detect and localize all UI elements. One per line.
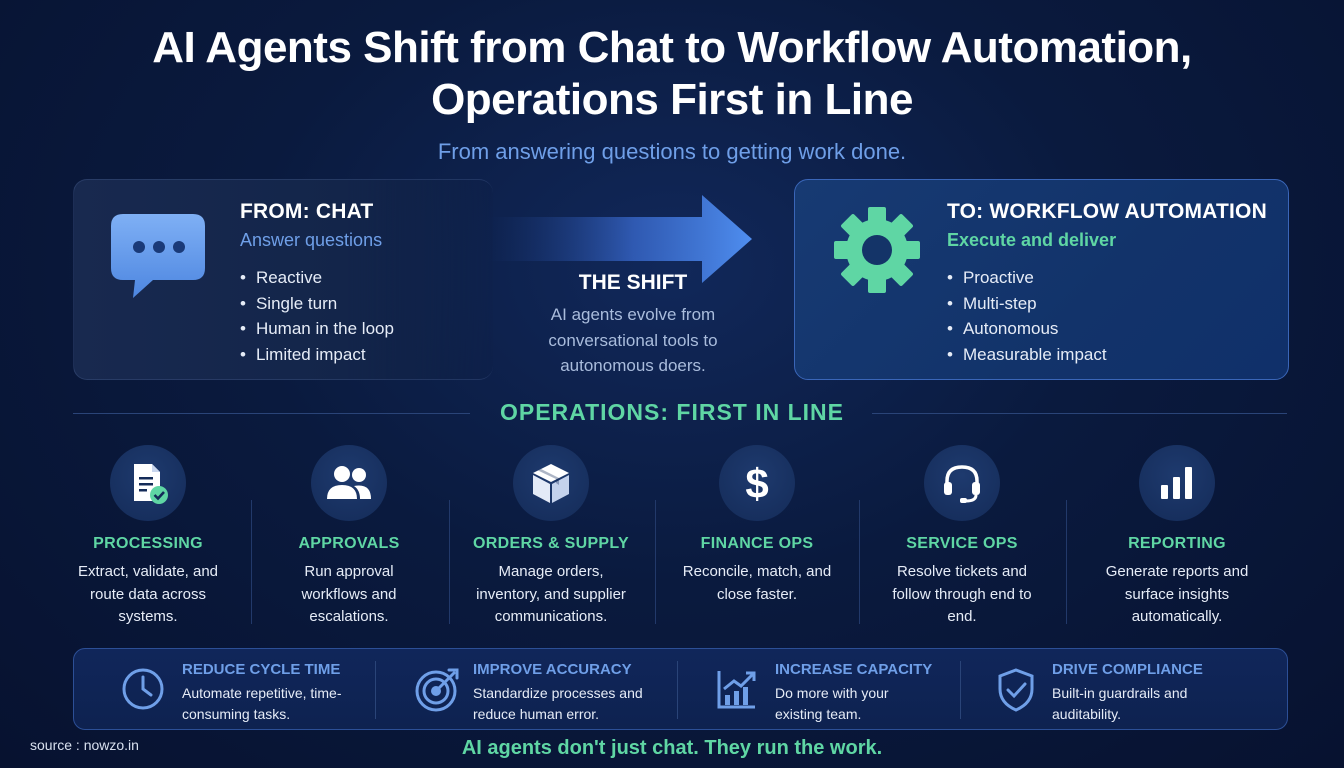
divider (655, 500, 656, 624)
ops-icon-circle (311, 445, 387, 521)
ops-icon-circle (924, 445, 1000, 521)
tagline: AI agents don't just chat. They run the … (461, 737, 883, 759)
ops-icon-circle (110, 445, 186, 521)
page-subtitle: From answering questions to getting work… (437, 139, 907, 164)
divider (449, 500, 450, 624)
benefit-title: IMPROVE ACCURACY (473, 661, 632, 678)
list-item: Proactive (947, 265, 1107, 291)
to-workflow-card: TO: WORKFLOW AUTOMATION Execute and deli… (794, 179, 1289, 380)
list-item: Human in the loop (240, 316, 394, 342)
svg-text:$: $ (745, 460, 768, 507)
ops-name: SERVICE OPS (906, 535, 1018, 552)
divider (73, 413, 470, 414)
divider (375, 661, 376, 719)
list-item: Measurable impact (947, 342, 1107, 368)
bar-chart-icon (1161, 467, 1192, 499)
ops-approvals: APPROVALS Run approval workflows and esc… (279, 445, 419, 629)
ops-orders-supply: ORDERS & SUPPLY Manage orders, inventory… (466, 445, 636, 629)
ops-name: FINANCE OPS (700, 535, 814, 552)
benefit-title: REDUCE CYCLE TIME (182, 661, 341, 678)
shield-check-icon (998, 668, 1034, 712)
ops-finance: $ FINANCE OPS Reconcile, match, and clos… (682, 445, 832, 606)
ops-icon-circle: $ (719, 445, 795, 521)
list-item: Single turn (240, 291, 394, 317)
shift-title: THE SHIFT (578, 271, 688, 294)
operations-title: OPERATIONS: FIRST IN LINE (499, 399, 845, 425)
benefit-description: Built-in guardrails and auditability. (1052, 685, 1188, 722)
headset-icon (944, 465, 980, 503)
benefit-improve-accuracy: IMPROVE ACCURACY Standardize processes a… (376, 649, 676, 731)
ops-name: REPORTING (1128, 535, 1226, 552)
benefit-description: Standardize processes and reduce human e… (473, 685, 643, 722)
ops-description: Generate reports and surface insights au… (1105, 563, 1249, 625)
divider (251, 500, 252, 624)
clock-icon (122, 668, 164, 710)
ops-name: ORDERS & SUPPLY (473, 535, 629, 552)
benefit-reduce-cycle-time: REDUCE CYCLE TIME Automate repetitive, t… (74, 649, 374, 731)
to-card-list: Proactive Multi-step Autonomous Measurab… (947, 265, 1107, 367)
from-card-subheading: Answer questions (240, 230, 383, 250)
ops-name: PROCESSING (93, 535, 203, 552)
from-card-list: Reactive Single turn Human in the loop L… (240, 265, 394, 367)
target-icon (415, 668, 459, 712)
divider (960, 661, 961, 719)
document-check-icon (134, 464, 168, 504)
ops-description: Manage orders, inventory, and supplier c… (476, 563, 626, 625)
benefit-title: DRIVE COMPLIANCE (1052, 661, 1203, 678)
page-title-line-2: Operations First in Line (431, 75, 913, 124)
divider (677, 661, 678, 719)
from-chat-card: FROM: CHAT Answer questions Reactive Sin… (73, 179, 493, 380)
dollar-icon: $ (745, 460, 768, 507)
package-icon (533, 464, 569, 503)
source-credit: source : nowzo.in (30, 737, 139, 753)
ops-processing: PROCESSING Extract, validate, and route … (63, 445, 233, 629)
benefit-increase-capacity: INCREASE CAPACITY Do more with your exis… (678, 649, 958, 731)
ops-service: SERVICE OPS Resolve tickets and follow t… (887, 445, 1037, 629)
ops-icon-circle (1139, 445, 1215, 521)
shift-arrow-icon (488, 195, 752, 283)
benefit-drive-compliance: DRIVE COMPLIANCE Built-in guardrails and… (961, 649, 1287, 731)
benefit-description: Do more with your existing team. (775, 685, 889, 722)
chat-bubble-icon (111, 214, 205, 298)
list-item: Autonomous (947, 316, 1107, 342)
benefits-bar: REDUCE CYCLE TIME Automate repetitive, t… (73, 648, 1288, 730)
list-item: Limited impact (240, 342, 394, 368)
divider (859, 500, 860, 624)
users-icon (327, 466, 371, 499)
benefit-title: INCREASE CAPACITY (775, 661, 933, 678)
ops-description: Reconcile, match, and close faster. (682, 563, 832, 603)
shift-description: AI agents evolve from conversational too… (548, 305, 718, 375)
divider (1066, 500, 1067, 624)
from-card-heading: FROM: CHAT (240, 200, 374, 223)
ops-icon-circle (513, 445, 589, 521)
list-item: Multi-step (947, 291, 1107, 317)
to-card-subheading: Execute and deliver (947, 230, 1117, 250)
ops-description: Extract, validate, and route data across… (77, 563, 219, 625)
benefit-description: Automate repetitive, time-consuming task… (182, 685, 342, 722)
gear-icon (834, 207, 920, 293)
ops-name: APPROVALS (298, 535, 400, 552)
page-title: AI Agents Shift from Chat to Workflow Au… (0, 22, 1344, 126)
ops-description: Resolve tickets and follow through end t… (892, 563, 1032, 625)
ops-description: Run approval workflows and escalations. (301, 563, 397, 625)
page-title-line-1: AI Agents Shift from Chat to Workflow Au… (152, 23, 1192, 72)
list-item: Reactive (240, 265, 394, 291)
to-card-heading: TO: WORKFLOW AUTOMATION (947, 200, 1267, 223)
divider (872, 413, 1287, 414)
trend-up-icon (717, 671, 756, 709)
ops-reporting: REPORTING Generate reports and surface i… (1097, 445, 1257, 629)
